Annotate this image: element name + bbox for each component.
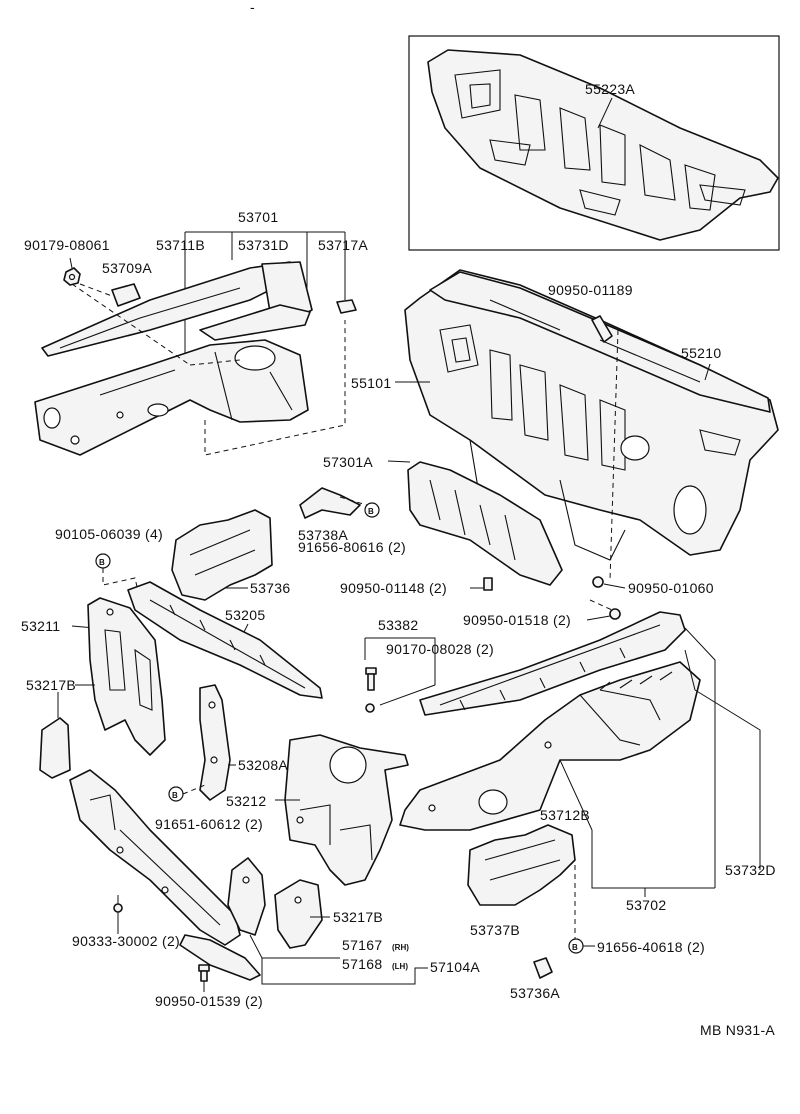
plug-90333-30002 — [113, 903, 123, 913]
diagram-code: MB N931-A — [700, 1022, 775, 1038]
label-53712B: 53712B — [540, 807, 590, 823]
label-57168: 57168 — [342, 956, 382, 972]
label-53702: 53702 — [626, 897, 666, 913]
hood-lock-support-53208A — [199, 684, 231, 801]
bolt-90170-08028 — [365, 667, 377, 691]
label-90333-30002: 90333-30002 (2) — [72, 933, 180, 949]
label-53701: 53701 — [238, 209, 278, 225]
label-53217B-left: 53217B — [26, 677, 76, 693]
seal-53217B-bottom — [274, 879, 323, 949]
bracket-53712B — [559, 759, 715, 889]
dash-insulator-part — [427, 49, 779, 241]
label-55101: 55101 — [351, 375, 391, 391]
apron-upper-rail — [41, 261, 313, 357]
label-55223A: 55223A — [585, 81, 635, 97]
symbol-b-91651-60612: B — [168, 786, 184, 802]
nut-90179-08061 — [63, 267, 81, 286]
svg-text:B: B — [172, 791, 178, 800]
label-53732D: 53732D — [725, 862, 776, 878]
clip-53736A — [533, 957, 553, 979]
label-90179-08061: 90179-08061 — [24, 237, 110, 253]
plug-90950-01148 — [483, 577, 493, 591]
inset-frame — [408, 35, 780, 251]
label-90950-01148: 90950-01148 (2) — [340, 580, 447, 596]
symbol-b-90105-06039: B — [95, 553, 111, 569]
shield-53737B — [467, 824, 576, 906]
dash-reinforcement-57301A — [407, 461, 563, 586]
label-91656-40618: 91656-40618 (2) — [597, 939, 705, 955]
front-fender-apron-right — [399, 661, 701, 831]
radiator-support-side-53211 — [87, 597, 166, 756]
bracket-53382 — [364, 637, 436, 706]
symbol-b-91656-80616: B — [364, 502, 380, 518]
svg-text:B: B — [99, 558, 105, 567]
nut-90170-08028 — [365, 703, 375, 713]
label-90950-01060: 90950-01060 — [628, 580, 714, 596]
cowl-top-panel-55210 — [429, 271, 771, 413]
radiator-support-lower — [69, 769, 241, 946]
seal-53217B-left — [39, 717, 71, 779]
svg-text:B: B — [572, 943, 578, 952]
radiator-support-lower-rail — [179, 934, 261, 981]
bracket-53738A — [299, 487, 361, 519]
label-53711B: 53711B — [156, 237, 205, 253]
front-fender-apron-left — [34, 339, 309, 456]
plug-90950-01189 — [591, 315, 613, 343]
label-90105-06039: 90105-06039 (4) — [55, 526, 163, 542]
label-53736: 53736 — [250, 580, 290, 596]
label-90950-01189: 90950-01189 — [548, 282, 633, 298]
plug-90950-01539 — [198, 964, 210, 982]
headlamp-support-53212 — [284, 734, 409, 886]
plug-90950-01060 — [592, 576, 604, 588]
symbol-b-91656-40618: B — [568, 938, 584, 954]
label-53731D: 53731D — [238, 237, 289, 253]
label-91651-60612: 91651-60612 (2) — [155, 816, 263, 832]
radiator-support-upper-53205 — [127, 581, 323, 699]
label-57167-side: (RH) — [392, 943, 409, 952]
bracket-57104A — [249, 934, 428, 985]
label-53738A: 53738A — [298, 527, 348, 543]
label-90950-01539: 90950-01539 (2) — [155, 993, 263, 1009]
apron-upper-rail-right — [419, 611, 686, 716]
label-53717A: 53717A — [318, 237, 368, 253]
label-57104A: 57104A — [430, 959, 480, 975]
bracket-53702 — [684, 627, 761, 888]
leader-55223A — [597, 97, 613, 129]
shield-53736 — [171, 509, 273, 601]
label-53737B: 53737B — [470, 922, 520, 938]
label-53736A: 53736A — [510, 985, 560, 1001]
label-90170-08028: 90170-08028 (2) — [386, 641, 494, 657]
header-mark: - — [250, 0, 255, 15]
label-53208A: 53208A — [238, 757, 288, 773]
plug-90950-01518 — [609, 608, 621, 620]
clip-53717A — [336, 299, 357, 314]
label-53205: 53205 — [225, 607, 265, 623]
label-53217B-bottom: 53217B — [333, 909, 383, 925]
label-57168-side: (LH) — [392, 962, 408, 971]
label-53382: 53382 — [378, 617, 418, 633]
svg-text:B: B — [368, 507, 374, 516]
label-57301A: 57301A — [323, 454, 373, 470]
label-57167: 57167 — [342, 937, 382, 953]
label-90950-01518: 90950-01518 (2) — [463, 612, 571, 628]
label-55210: 55210 — [681, 345, 721, 361]
clip-53709A — [111, 283, 141, 307]
label-53709A: 53709A — [102, 260, 152, 276]
bracket-57167-57168 — [227, 857, 266, 936]
label-91656-80616: 91656-80616 (2) — [298, 539, 406, 555]
label-53211: 53211 — [21, 618, 60, 634]
label-53212: 53212 — [226, 793, 266, 809]
